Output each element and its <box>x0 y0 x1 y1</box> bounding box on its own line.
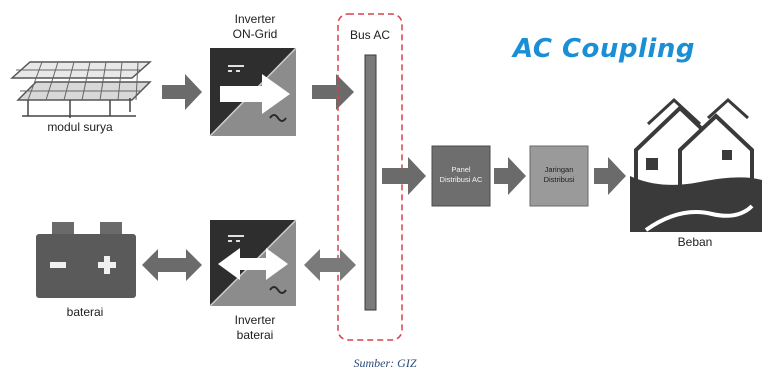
inverter-battery-icon <box>209 219 297 307</box>
panel-label-line2: Distribusi AC <box>439 175 483 184</box>
bus-ac-bar <box>364 54 377 311</box>
arrow-inverter-to-bus <box>312 74 354 110</box>
inverter-grid-label-line2: ON-Grid <box>232 27 278 41</box>
panel-distribusi-box <box>431 145 491 207</box>
diagram-title: AC Coupling <box>513 34 695 64</box>
solar-panel-icon <box>10 61 152 118</box>
houses-icon <box>630 97 762 232</box>
inverter-ongrid-icon <box>209 47 297 137</box>
solar-label: modul surya <box>47 120 113 134</box>
arrow-inverter-battery-bus <box>304 249 356 281</box>
network-label-line1: Jaringan <box>544 165 574 174</box>
source-caption: Sumber: GIZ <box>353 356 417 370</box>
jaringan-distribusi-box <box>529 145 589 207</box>
arrow-solar-to-inverter <box>162 74 202 110</box>
arrow-bus-to-panel <box>382 157 426 195</box>
network-label-line2: Distribusi <box>543 175 575 184</box>
bus-ac-label: Bus AC <box>349 28 391 42</box>
battery-icon <box>36 222 136 298</box>
arrow-panel-to-network <box>494 157 526 195</box>
load-label: Beban <box>677 235 713 249</box>
inverter-battery-label-line1: Inverter <box>234 313 276 327</box>
inverter-battery-label-line2: baterai <box>236 328 274 342</box>
panel-label-line1: Panel <box>451 165 471 174</box>
inverter-grid-label-line1: Inverter <box>234 12 276 26</box>
arrow-battery-inverter <box>142 249 202 281</box>
arrow-network-to-load <box>594 157 626 195</box>
battery-label: baterai <box>66 305 104 319</box>
